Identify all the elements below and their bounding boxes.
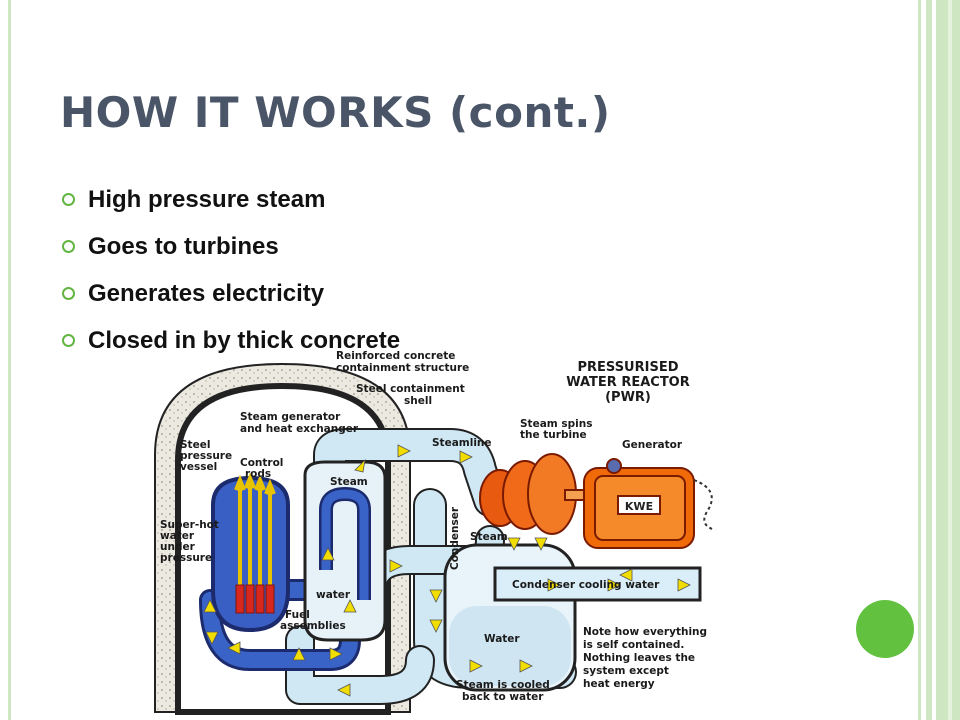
bullet-circle-icon [62,193,75,206]
bullet-item: Closed in by thick concrete [62,317,400,364]
fuel-label: assemblies [280,620,346,632]
superhot-label: pressure [160,552,212,564]
cooled-label: back to water [462,691,544,703]
slide-border-right [926,0,932,720]
slide-border-left [8,0,11,720]
containment-label: Reinforced concrete [336,350,455,362]
flow-arrows [203,444,691,697]
bullet-circle-icon [62,334,75,347]
bullet-text: Closed in by thick concrete [88,326,401,354]
bullet-item: Goes to turbines [62,223,400,270]
slide-border-right [948,0,952,720]
steam-generator-label: and heat exchanger [240,423,359,435]
cooling-water-pipe [493,566,702,602]
generator [583,458,695,549]
superhot-label: under [160,541,196,553]
steam-sg-label: Steam [330,476,368,488]
bullet-list: High pressure steam Goes to turbines Gen… [62,176,400,364]
superhot-label: water [160,530,195,542]
generator-label: Generator [622,439,683,451]
containment-label: containment structure [336,362,469,374]
bullet-text: Goes to turbines [88,232,279,260]
water-sg-label: water [316,589,351,601]
diagram-heading: (PWR) [605,390,651,405]
shell-label: shell [404,395,432,407]
vessel-label: pressure [180,450,232,462]
superhot-label: Super-hot [160,519,219,531]
steam-generator-label: Steam generator [240,411,341,423]
bullet-item: Generates electricity [62,270,400,317]
note-label: Nothing leaves the [583,652,695,664]
turbine [479,453,590,535]
steam-spins-label: the turbine [520,429,587,441]
note-label: heat energy [583,678,655,690]
decorative-green-circle [856,600,914,658]
fuel-assemblies [235,584,275,614]
diagram-heading: PRESSURISED [578,360,679,375]
fuel-label: Fuel [285,609,310,621]
cooled-label: Steam is cooled [456,679,550,691]
bullet-text: Generates electricity [88,279,325,307]
bullet-circle-icon [62,287,75,300]
bullet-text: High pressure steam [88,185,326,213]
cooling-water-label: Condenser cooling water [512,579,660,591]
vessel-label: vessel [180,461,217,473]
slide-border-right [918,0,921,720]
steam-condenser-label: Steam [470,531,508,543]
diagram-heading: WATER REACTOR [566,375,690,390]
note-label: system except [583,665,669,677]
control-rods-label: Control [240,457,283,469]
control-rods [234,472,276,600]
shell-label: Steel containment [356,383,465,395]
condenser-label: Condenser [449,506,461,570]
kwe-label: KWE [625,500,653,513]
bullet-circle-icon [62,240,75,253]
control-rods-label: rods [245,468,271,480]
note-label: is self contained. [583,639,684,651]
steamline-label: Steamline [432,437,492,449]
bullet-item: High pressure steam [62,176,400,223]
vessel-label: Steel [180,439,210,451]
water-bottom-label: Water [484,633,520,645]
slide-title: HOW IT WORKS (cont.) [60,88,611,137]
note-label: Note how everything [583,626,707,638]
steam-spins-label: Steam spins [520,418,592,430]
